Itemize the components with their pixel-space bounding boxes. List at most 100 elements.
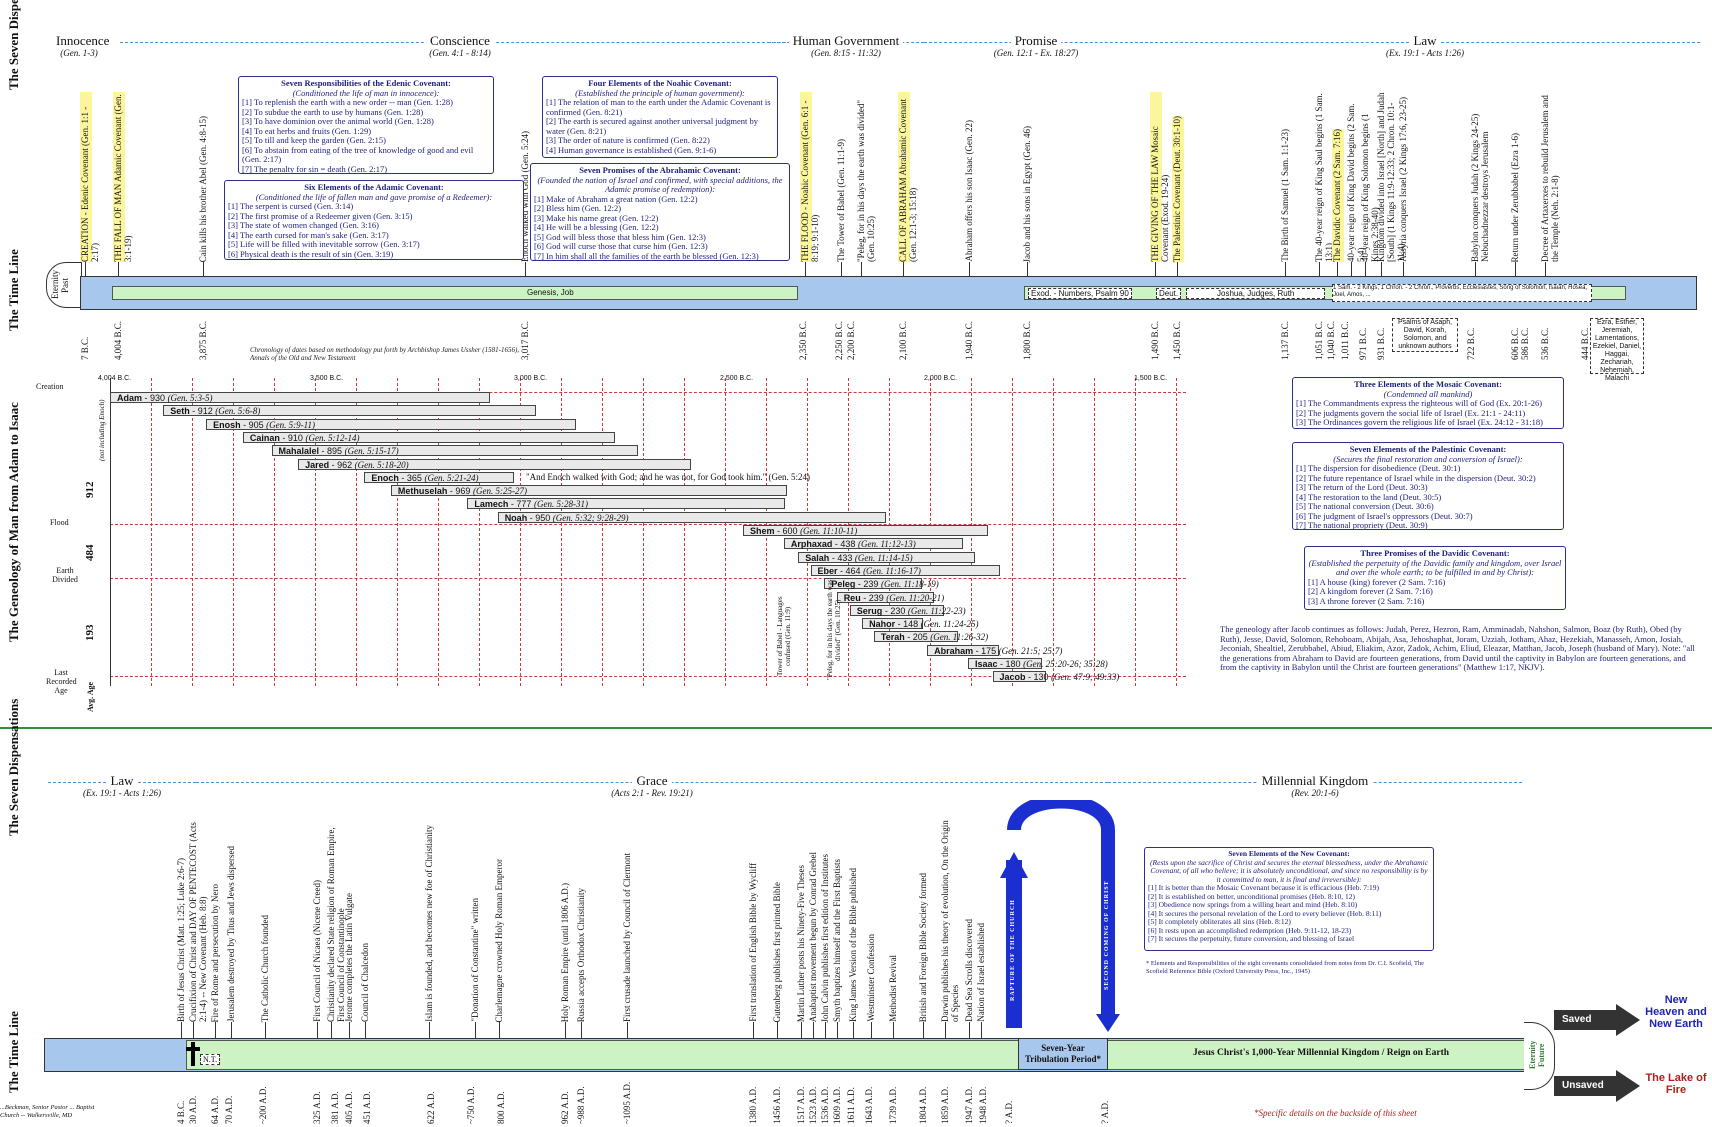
covenant-item: [7] The national propriety (Deut. 30:9)	[1296, 520, 1428, 530]
person-age: 905	[248, 419, 264, 430]
event-tick	[871, 1022, 872, 1038]
event-tick	[1337, 262, 1338, 276]
timeline-event-label: Martin Luther posts his Ninety-Five Thes…	[796, 864, 806, 1022]
timeline-date-label: 1,450 B.C.	[1172, 320, 1182, 360]
event-tick	[969, 1022, 970, 1038]
separator: -	[279, 432, 288, 443]
timeline-date-label: 1,137 B.C.	[1280, 320, 1290, 360]
timeline-event-label: King James Version of the Bible publishe…	[848, 868, 858, 1022]
new-covenant-title: Seven Elements of the New Covenant:	[1228, 849, 1350, 858]
nt-label: N.T.	[200, 1054, 221, 1065]
genealogy-bar: Shem - 600 (Gen. 11:10-11)	[743, 525, 989, 536]
grid-vline	[1135, 378, 1136, 686]
person-age: 180	[1005, 659, 1021, 669]
timeline-event-label: Cain kills his brother Abel (Gen. 4:8-15…	[198, 115, 208, 262]
genealogy-bar: Jared - 962 (Gen. 5:18-20)	[298, 458, 692, 470]
grid-hline	[110, 524, 1186, 525]
grid-vline	[1176, 378, 1177, 686]
timeline-date-label: 1,011 B.C.	[1340, 321, 1350, 360]
separator: -	[447, 486, 456, 497]
timeline-event-label: Charlemagne crowned Holy Roman Emperor	[494, 858, 504, 1022]
timeline-event-label: British and Foreign Bible Society formed	[918, 872, 928, 1022]
event-tick	[1381, 262, 1382, 276]
dispensation-ref: (Rev. 20:1-6)	[1291, 788, 1339, 798]
person-age: 148	[903, 619, 919, 630]
person-ref: (Gen. 11:12-13)	[857, 539, 916, 550]
timeline-date-label: 1456 A.D.	[772, 1086, 782, 1124]
timeline-event-label: "Donation of Constantine" written	[470, 898, 480, 1022]
edenic-covenant-box: Seven Responsibilities of the Edenic Cov…	[238, 76, 494, 174]
event-tick	[837, 1022, 838, 1038]
covenant-item: [5] God will bless those that bless him …	[534, 231, 706, 242]
timeline-date-label: 1,800 B.C.	[1022, 320, 1032, 360]
person-name: Cainan	[249, 432, 280, 443]
covenant-item: [2] The first promise of a Redeemer give…	[228, 210, 413, 221]
timeline-date-label: 2,250 B.C.	[834, 320, 844, 360]
book-exodus: Exod. - Numbers, Psalm 90	[1028, 288, 1132, 299]
avg-484: 484	[84, 544, 96, 562]
person-age: 130	[1033, 672, 1049, 683]
event-tick	[945, 1022, 946, 1038]
geneology-continuation-note: The geneology after Jacob continues as f…	[1220, 624, 1695, 672]
genealogy-bar: Nahor - 148 (Gen. 11:24-25)	[862, 618, 978, 630]
label-creation: Creation	[36, 382, 64, 391]
timeline-event-label: CREATION - Edenic Covenant (Gen. 1:1 - 2…	[80, 92, 100, 262]
timeline-date-label: 622 A.D.	[426, 1091, 436, 1124]
person-name: Methuselah	[397, 486, 448, 497]
event-tick	[777, 1022, 778, 1038]
person-age: 895	[327, 446, 343, 457]
genealogy-tick-label: 3,500 B.C.	[310, 375, 344, 382]
book-joshua: Joshua, Judges, Ruth	[1186, 288, 1326, 299]
person-ref: (Gen. 5:18-20)	[354, 459, 409, 470]
timeline-date-label: 3,875 B.C.	[198, 320, 208, 360]
grid-vline	[274, 378, 275, 686]
timeline-event-label: Russia accepts Orthodox Christianity	[576, 887, 586, 1022]
new-covenant-sub: (Rests upon the sacrifice of Christ and …	[1150, 857, 1428, 884]
mosaic-sub: (Condemned all mankind)	[1383, 388, 1473, 399]
book-genesis: Genesis, Job	[527, 288, 574, 297]
event-tick	[1365, 262, 1366, 276]
side-label-dispensations-top: The Seven Dispensations	[6, 0, 21, 90]
dispensation-header: Law(Ex. 19:1 - Acts 1:26)	[48, 773, 196, 800]
separator: -	[329, 459, 338, 470]
grid-vline	[1094, 378, 1095, 686]
person-ref: (Gen. 11:14-15)	[854, 552, 913, 563]
event-tick	[193, 1022, 194, 1038]
separator: -	[829, 552, 838, 563]
genealogy-bar: Lamech - 777 (Gen. 5:28-31)	[467, 498, 786, 510]
timeline-event-label: Decree of Artaxerxes to rebuild Jerusale…	[1540, 95, 1560, 262]
event-tick	[861, 262, 862, 276]
grid-vline	[233, 378, 234, 686]
event-tick	[981, 1022, 982, 1038]
event-tick	[215, 1022, 216, 1038]
person-name: Reu	[843, 592, 861, 603]
adamic-title: Six Elements of the Adamic Covenant:	[304, 182, 444, 192]
event-tick	[1545, 262, 1546, 276]
unsaved-label: Unsaved	[1562, 1080, 1604, 1091]
dispensation-header: Millennial Kingdom(Rev. 20:1-6)	[1108, 773, 1522, 800]
separator: -	[997, 659, 1006, 669]
label-flood: Flood	[50, 518, 69, 527]
timeline-date-label: 1611 A.D.	[846, 1087, 856, 1124]
dispensation-ref: (Ex. 19:1 - Acts 1:26)	[82, 788, 162, 798]
event-tick	[753, 1022, 754, 1038]
person-name: Serug	[856, 605, 883, 616]
dispensation-ref: (Gen. 1-3)	[60, 48, 98, 58]
person-age: 969	[455, 486, 471, 497]
genealogy-bar: Seth - 912 (Gen. 5:6-8)	[163, 405, 537, 417]
separator: -	[895, 619, 904, 630]
timeline-event-label: 40-year reign of King Solomon begins (1 …	[1360, 113, 1380, 262]
covenant-item: [2] A kingdom forever (2 Sam. 7:16)	[1308, 586, 1433, 596]
separator: -	[904, 632, 913, 643]
timeline-event-label: Darwin publishes his theory of evolution…	[940, 820, 960, 1022]
timeline-date-label: 1948 A.D.	[978, 1086, 988, 1124]
covenant-item: [1] It is better than the Mosaic Covenan…	[1148, 883, 1380, 892]
covenant-item: [7] In him shall all the families of the…	[534, 250, 759, 261]
timeline-date-label: 444 B.C.	[1580, 327, 1590, 360]
timeline-date-label: 405 A.D.	[344, 1091, 354, 1124]
genealogy-bar: Abraham - 175 (Gen. 21:5; 25:7)	[927, 644, 1062, 656]
timeline-date-label: 722 B.C.	[1466, 327, 1476, 360]
abrahamic-covenant-box: Seven Promises of the Abrahamic Covenant…	[530, 163, 790, 261]
timeline-event-label: The 40-year reign of King Saul begins (1…	[1314, 93, 1334, 262]
saved-label: Saved	[1562, 1014, 1592, 1025]
